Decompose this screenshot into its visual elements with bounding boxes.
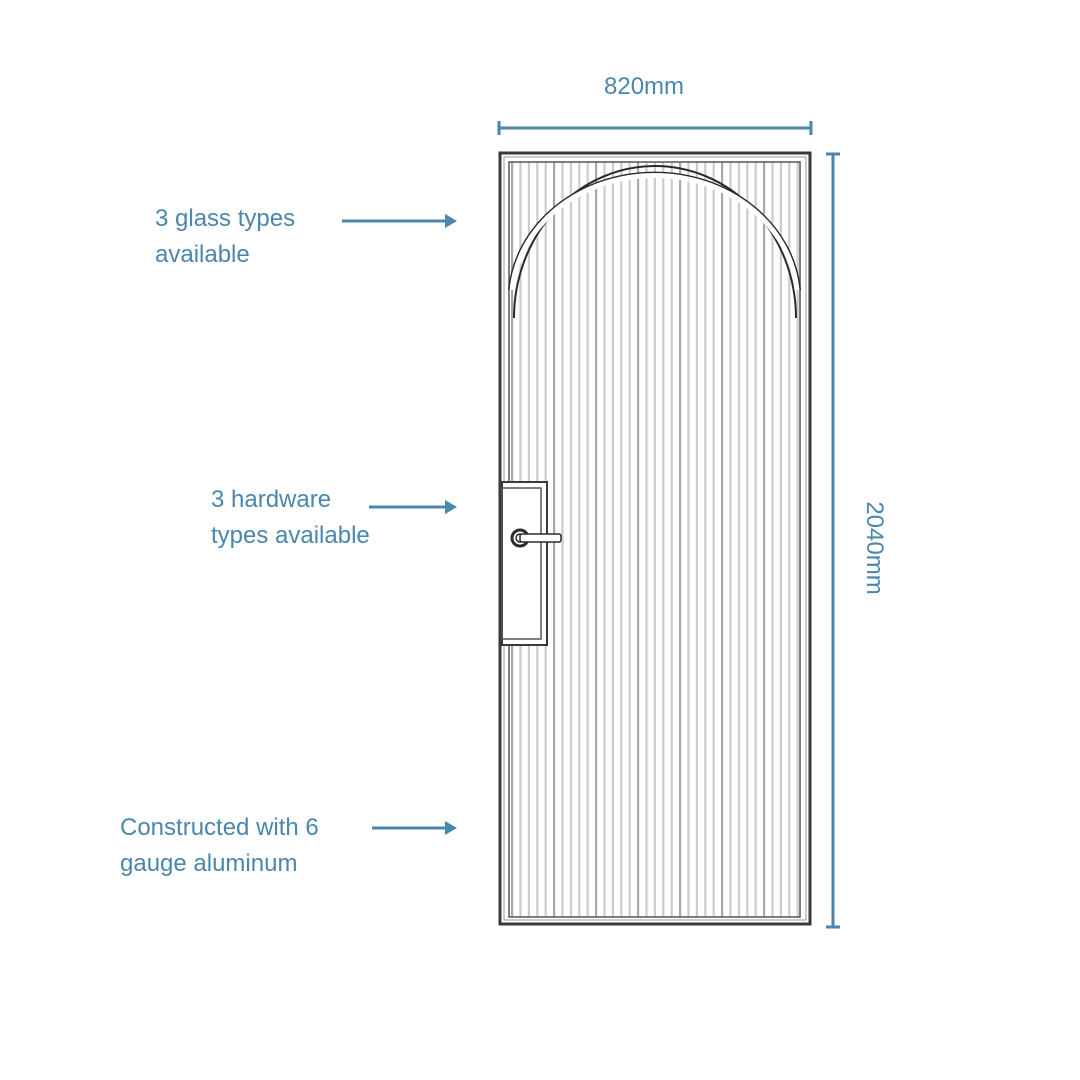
callout-glass-types: 3 glass types available <box>155 201 295 273</box>
handle-plate <box>501 481 548 646</box>
callout-line: types available <box>211 522 370 549</box>
height-dimension-line <box>826 152 840 929</box>
height-dimension-label: 2040mm <box>861 501 888 595</box>
callout-line: available <box>155 241 250 268</box>
callout-line: 3 hardware <box>211 486 332 513</box>
arrow-hardware-icon <box>369 500 457 514</box>
callout-line: gauge aluminum <box>120 850 298 877</box>
width-dimension-label: 820mm <box>604 73 685 100</box>
callout-line: Constructed with 6 <box>120 814 319 841</box>
callout-hardware-types: 3 hardware types available <box>211 482 370 554</box>
arch-detail <box>508 165 801 319</box>
width-dimension-line <box>497 121 813 135</box>
lever-handle-icon <box>510 528 562 548</box>
arrow-construction-icon <box>372 821 457 835</box>
callout-line: 3 glass types <box>155 205 296 232</box>
callout-construction: Constructed with 6 gauge aluminum <box>120 810 319 882</box>
arrow-glass-icon <box>342 214 457 228</box>
